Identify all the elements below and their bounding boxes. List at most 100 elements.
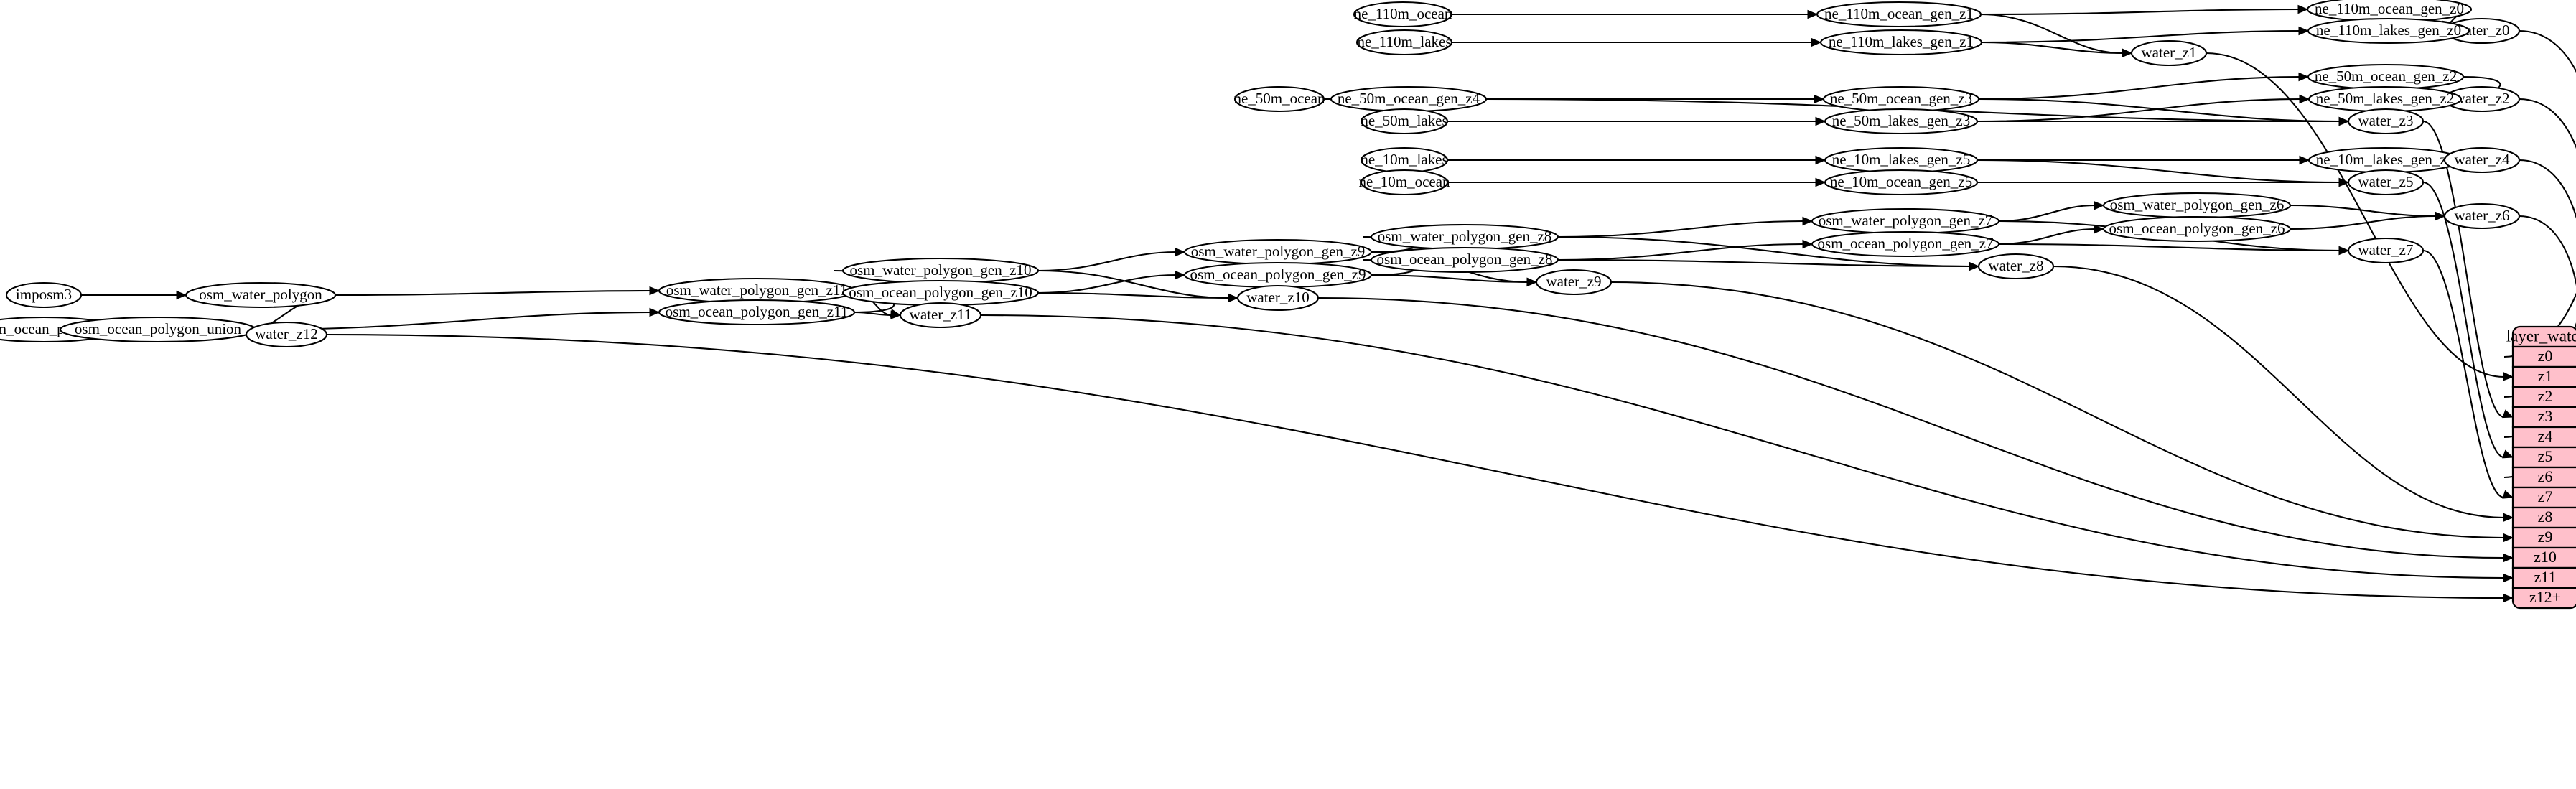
node-ne_10m_lakes_gen_z4[interactable]: ne_10m_lakes_gen_z4	[2307, 146, 2463, 174]
table-row-label: z8	[2538, 508, 2553, 526]
table-row-label: z1	[2538, 367, 2553, 385]
node-ne_50m_ocean[interactable]: ne_50m_ocean	[1233, 85, 1325, 113]
table-row-z8[interactable]	[2511, 506, 2576, 529]
node-osm_ocean_polygon_gen_z8[interactable]: osm_ocean_polygon_gen_z8	[1370, 246, 1559, 274]
node-ne_50m_ocean_gen_z3[interactable]: ne_50m_ocean_gen_z3	[1822, 85, 1980, 113]
node-water_z12[interactable]: water_z12	[245, 321, 328, 348]
node-water_z6[interactable]: water_z6	[2443, 202, 2521, 230]
table-row-z4[interactable]	[2511, 426, 2576, 449]
edge-water_z8-to-layer_water_z8	[2053, 265, 2505, 519]
edge-arrowhead	[2502, 490, 2514, 499]
node-osm_water_polygon[interactable]: osm_water_polygon	[185, 281, 337, 309]
node-water_z9[interactable]: water_z9	[1535, 269, 1613, 296]
node-ne_10m_lakes_gen_z5[interactable]: ne_10m_lakes_gen_z5	[1824, 146, 1979, 174]
node-ellipse	[185, 281, 337, 309]
table-row-z0[interactable]	[2511, 345, 2576, 368]
node-label: ne_110m_ocean	[1354, 5, 1452, 22]
edge-water_z7-to-layer_water_z7	[2422, 249, 2505, 499]
node-ellipse	[2347, 237, 2425, 264]
node-water_z4[interactable]: water_z4	[2443, 146, 2521, 174]
table-row-z3[interactable]	[2511, 406, 2576, 429]
node-osm_water_polygon_gen_z7[interactable]: osm_water_polygon_gen_z7	[1811, 207, 2000, 235]
edge-osm_water_polygon_gen_z8-to-water_z8	[1557, 235, 1971, 268]
node-ne_110m_lakes_gen_z0[interactable]: ne_110m_lakes_gen_z0	[2307, 17, 2470, 45]
node-label: ne_110m_ocean_gen_z0	[2315, 0, 2464, 17]
table-row-z2[interactable]	[2511, 386, 2576, 408]
node-osm_water_polygon_gen_z9[interactable]: osm_water_polygon_gen_z9	[1183, 238, 1373, 266]
edge-osm_ocean_polygon_gen_z9-to-water_z9	[1371, 274, 1529, 284]
node-label: water_z9	[1546, 273, 1602, 290]
edge-arrowhead	[1815, 116, 1826, 126]
node-osm_water_polygon_gen_z10[interactable]: osm_water_polygon_gen_z10	[841, 257, 1040, 284]
node-ne_50m_ocean_gen_z2[interactable]: ne_50m_ocean_gen_z2	[2307, 63, 2465, 90]
node-ne_10m_lakes[interactable]: ne_10m_lakes	[1360, 146, 1449, 174]
table-row-z11[interactable]	[2511, 566, 2576, 589]
edge-arrowhead	[890, 310, 902, 319]
node-osm_water_polygon_gen_z11[interactable]: osm_water_polygon_gen_z11	[658, 277, 856, 304]
node-ne_10m_ocean[interactable]: ne_10m_ocean	[1358, 169, 1450, 196]
node-water_z7[interactable]: water_z7	[2347, 237, 2425, 264]
node-ne_50m_ocean_gen_z4[interactable]: ne_50m_ocean_gen_z4	[1330, 85, 1488, 113]
node-osm_ocean_polygon_gen_z11[interactable]: osm_ocean_polygon_gen_z11	[658, 299, 856, 326]
edge-water_z0-to-layer_water_z0	[2503, 29, 2576, 358]
node-ne_50m_lakes[interactable]: ne_50m_lakes	[1360, 108, 1449, 135]
node-ne_110m_lakes[interactable]: ne_110m_lakes	[1355, 29, 1453, 56]
edge-arrowhead	[176, 290, 187, 300]
node-label: water_z8	[1989, 257, 2044, 274]
node-osm_water_polygon_gen_z6[interactable]: osm_water_polygon_gen_z6	[2102, 192, 2292, 219]
node-label: water_z5	[2358, 173, 2414, 190]
edge-ne_50m_ocean_gen_z3-to-ne_50m_ocean_gen_z2	[1978, 75, 2300, 101]
edge-water_z1-to-layer_water_z1	[2206, 52, 2505, 378]
edge-osm_water_polygon_gen_z6-to-water_z6	[2290, 204, 2437, 218]
table-row-z6[interactable]	[2511, 466, 2576, 489]
node-water_z2[interactable]: water_z2	[2443, 85, 2521, 113]
table-row-label: z10	[2534, 548, 2557, 566]
node-ne_50m_lakes_gen_z3[interactable]: ne_50m_lakes_gen_z3	[1824, 108, 1979, 135]
table-row-z9[interactable]	[2511, 526, 2576, 549]
node-osm_ocean_polygon_gen_z6[interactable]: osm_ocean_polygon_gen_z6	[2102, 215, 2292, 243]
table-row-label: z4	[2538, 427, 2553, 445]
node-water_z3[interactable]: water_z3	[2347, 108, 2425, 135]
table-row-z1[interactable]	[2511, 365, 2576, 388]
node-imposm3[interactable]: imposm3	[5, 281, 83, 309]
node-water_z11[interactable]: water_z11	[899, 302, 982, 329]
node-water_z10[interactable]: water_z10	[1236, 284, 1320, 312]
edge-arrowhead	[2299, 94, 2310, 104]
edge-osm_ocean_polygon_gen_z8-to-water_z8	[1557, 258, 1971, 268]
node-label: ne_10m_lakes	[1361, 151, 1447, 168]
table-row-z12plus[interactable]	[2511, 587, 2576, 610]
node-label: osm_water_polygon_gen_z8	[1378, 228, 1552, 245]
edge-arrowhead	[2299, 155, 2310, 165]
node-ne_10m_ocean_gen_z5[interactable]: ne_10m_ocean_gen_z5	[1824, 169, 1979, 196]
node-osm_water_polygon_gen_z8[interactable]: osm_water_polygon_gen_z8	[1370, 223, 1559, 251]
node-ne_110m_ocean_gen_z1[interactable]: ne_110m_ocean_gen_z1	[1816, 1, 1982, 28]
node-osm_ocean_polygon_union[interactable]: osm_ocean_polygon_union	[59, 316, 257, 343]
table-row-z7[interactable]	[2511, 486, 2576, 509]
node-osm_ocean_polygon_gen_z9[interactable]: osm_ocean_polygon_gen_z9	[1183, 261, 1373, 289]
node-ne_50m_lakes_gen_z2[interactable]: ne_50m_lakes_gen_z2	[2307, 85, 2463, 113]
node-osm_ocean_polygon_gen_z10[interactable]: osm_ocean_polygon_gen_z10	[841, 279, 1040, 307]
node-ne_110m_lakes_gen_z1[interactable]: ne_110m_lakes_gen_z1	[1819, 29, 1983, 56]
node-water_z5[interactable]: water_z5	[2347, 169, 2425, 196]
node-ellipse	[2130, 39, 2208, 67]
table-row-z10[interactable]	[2511, 546, 2576, 569]
layer-water-table[interactable]: layer_waterz0z1z2z3z4z5z6z7z8z9z10z11z12…	[2506, 325, 2576, 610]
node-label: ne_50m_ocean	[1233, 90, 1325, 107]
node-water_z8[interactable]: water_z8	[1977, 253, 2055, 280]
table-row-label: z5	[2538, 447, 2553, 465]
node-label: ne_110m_lakes	[1357, 33, 1451, 50]
edge-arrowhead	[2297, 4, 2309, 14]
node-osm_ocean_polygon_gen_z7[interactable]: osm_ocean_polygon_gen_z7	[1811, 230, 2000, 258]
table-row-z5[interactable]	[2511, 446, 2576, 469]
node-water_z1[interactable]: water_z1	[2130, 39, 2208, 67]
node-label: ne_50m_lakes_gen_z3	[1832, 112, 1970, 129]
edge-arrowhead	[2338, 246, 2350, 256]
table-header-cell	[2511, 325, 2576, 348]
node-ne_110m_ocean_gen_z0[interactable]: ne_110m_ocean_gen_z0	[2306, 0, 2473, 23]
node-ellipse	[658, 299, 856, 326]
node-label: ne_110m_ocean_gen_z1	[1824, 5, 1974, 22]
node-ne_110m_ocean[interactable]: ne_110m_ocean	[1353, 1, 1453, 28]
node-ellipse	[1353, 1, 1453, 28]
node-layer: ne_110m_ocean ne_110m_ocean_gen_z1 ne_110m…	[0, 0, 2521, 348]
